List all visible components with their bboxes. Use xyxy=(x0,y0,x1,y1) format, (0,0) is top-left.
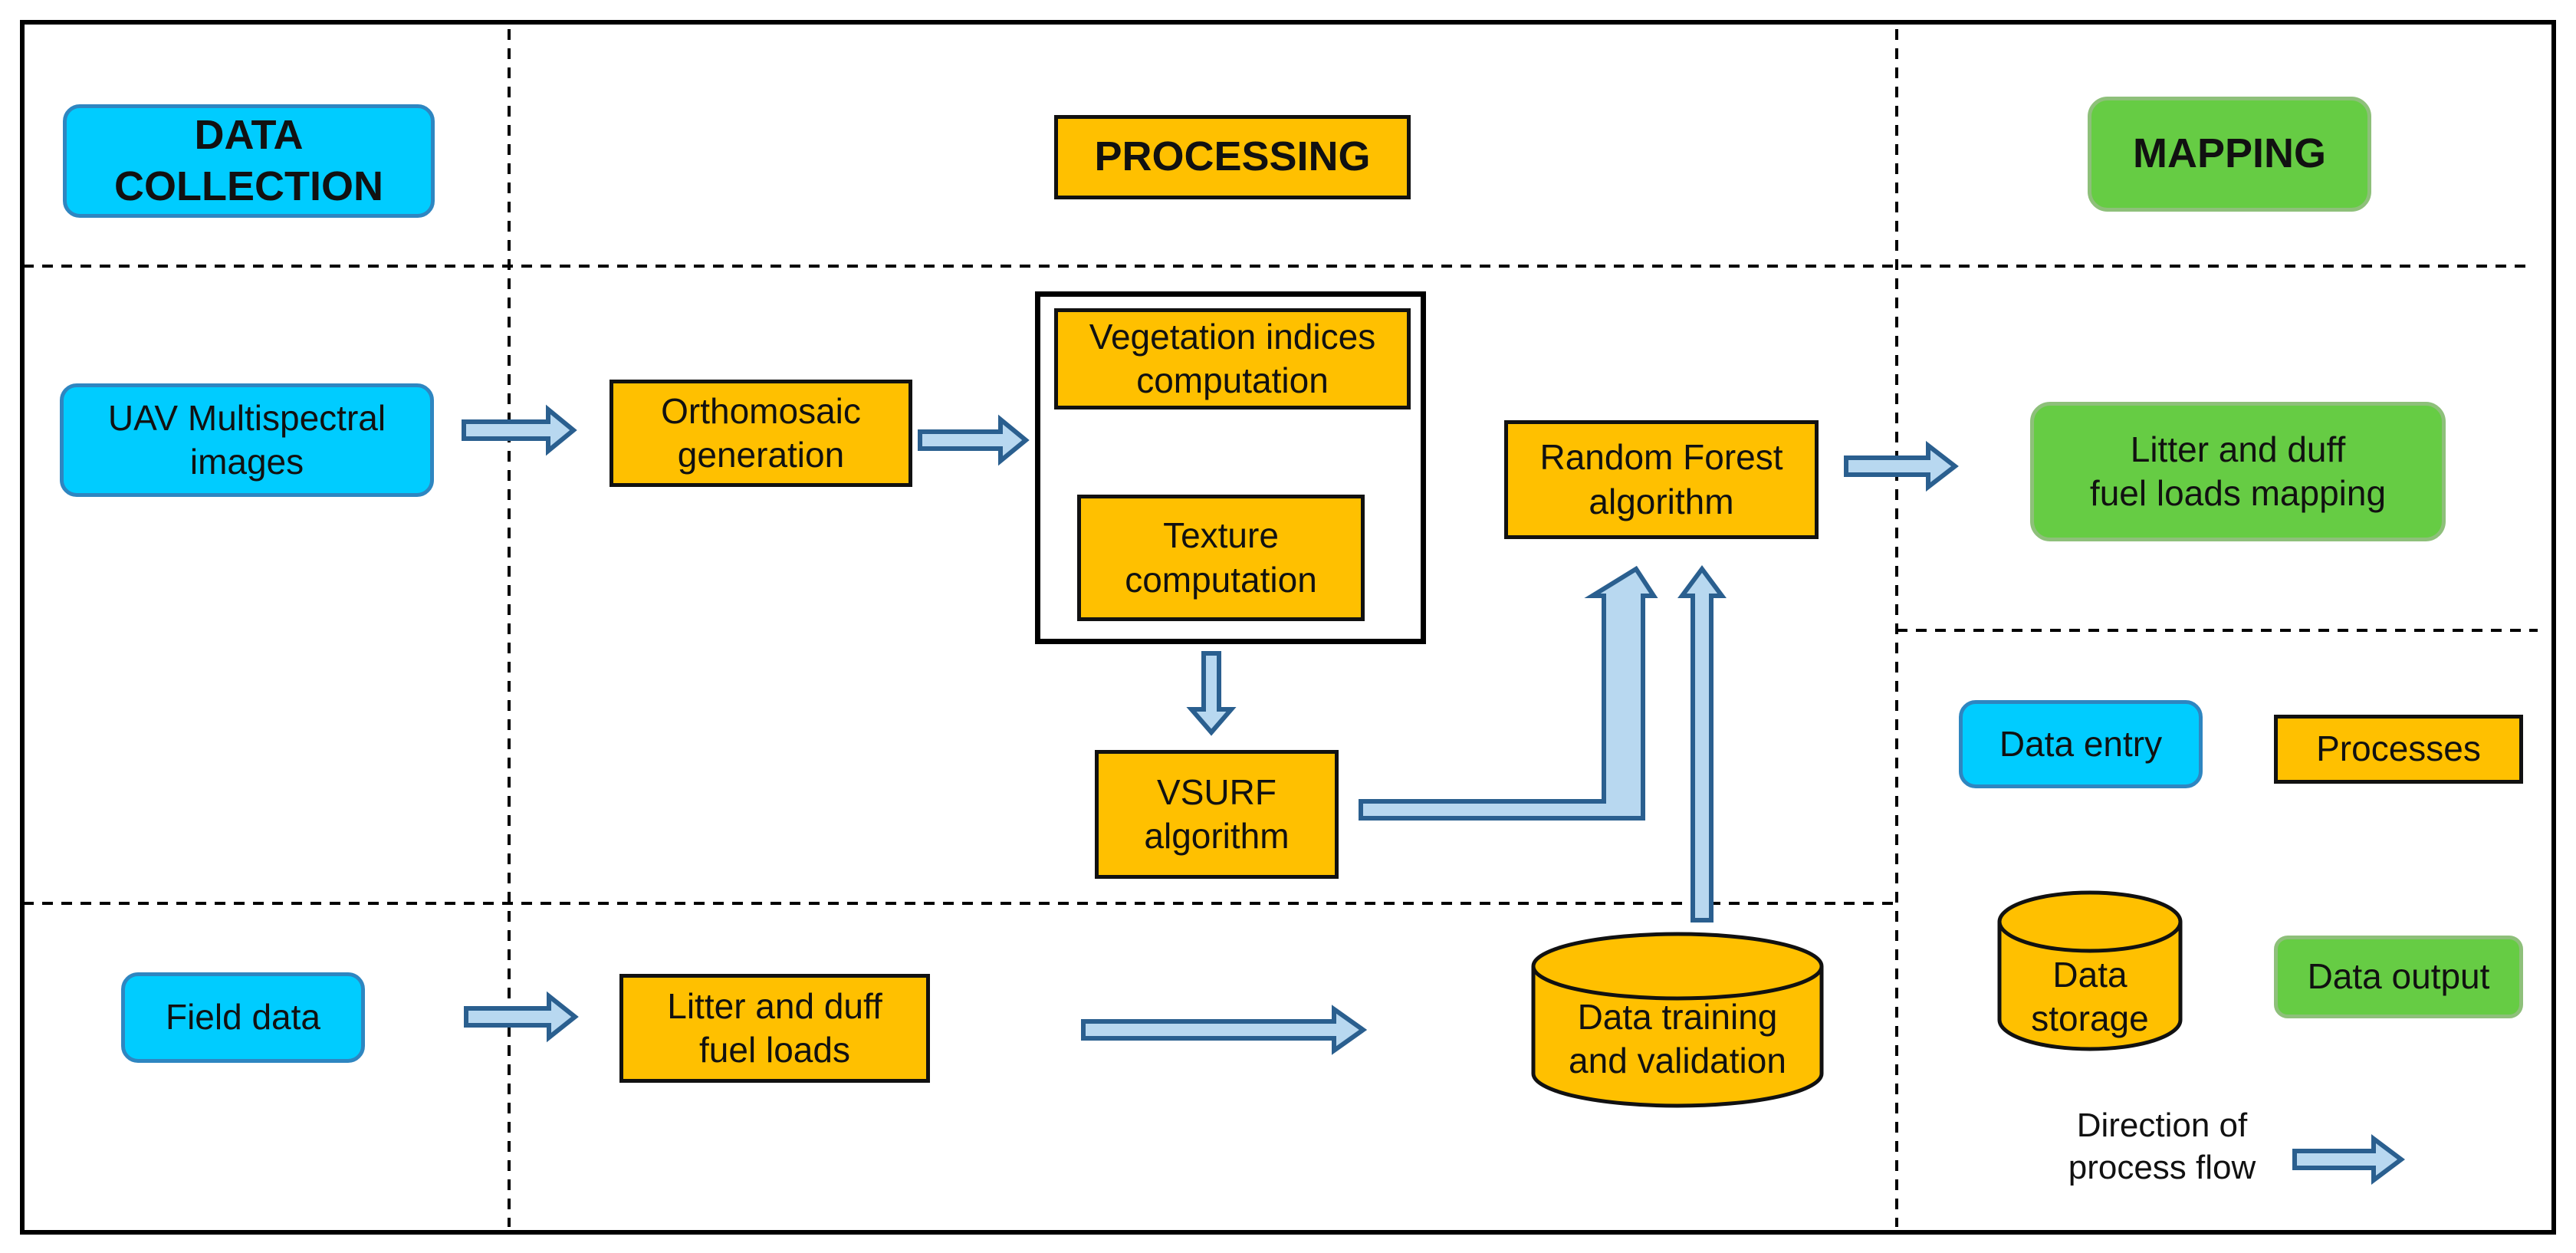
legend-data-storage: Data storage xyxy=(2031,954,2149,1039)
node-orthomosaic-generation: Orthomosaic generation xyxy=(610,380,912,487)
legend-direction-label: Direction of process flow xyxy=(2068,1107,2256,1186)
arrow-training-to-random-forest xyxy=(1677,564,1727,922)
legend-processes: Processes xyxy=(2274,715,2523,784)
diagram-frame xyxy=(20,20,2556,1235)
legend-data-output: Data output xyxy=(2274,936,2523,1018)
node-random-forest-algorithm: Random Forest algorithm xyxy=(1504,420,1819,539)
arrow-random-forest-to-mapping xyxy=(1844,440,1959,492)
node-texture-computation: Texture computation xyxy=(1077,495,1365,621)
arrow-vsurf-to-random-forest xyxy=(1359,565,1658,821)
header-mapping: MAPPING xyxy=(2088,97,2371,212)
arrow-group-to-vsurf xyxy=(1186,651,1237,736)
header-processing: PROCESSING xyxy=(1054,115,1411,199)
data-training-cylinder xyxy=(1531,932,1824,1108)
node-litter-duff-fuel-loads: Litter and duff fuel loads xyxy=(619,974,930,1083)
node-litter-duff-mapping: Litter and duff fuel loads mapping xyxy=(2030,402,2446,541)
node-vegetation-indices: Vegetation indices computation xyxy=(1054,308,1411,409)
arrow-field-data-to-litter-loads xyxy=(464,991,579,1043)
node-vsurf-algorithm: VSURF algorithm xyxy=(1095,750,1339,879)
header-data-collection: DATA COLLECTION xyxy=(63,104,435,218)
legend-storage-cylinder xyxy=(1997,890,2183,1051)
node-field-data: Field data xyxy=(121,972,365,1063)
arrow-orthomosaic-to-group xyxy=(918,414,1030,466)
arrow-uav-to-orthomosaic xyxy=(462,404,577,456)
legend-arrow-icon xyxy=(2292,1134,2405,1185)
node-uav-multispectral-images: UAV Multispectral images xyxy=(60,383,434,497)
legend-data-entry: Data entry xyxy=(1959,700,2203,788)
arrow-litter-loads-to-training xyxy=(1081,1005,1368,1055)
node-data-training-validation: Data training and validation xyxy=(1569,996,1786,1081)
